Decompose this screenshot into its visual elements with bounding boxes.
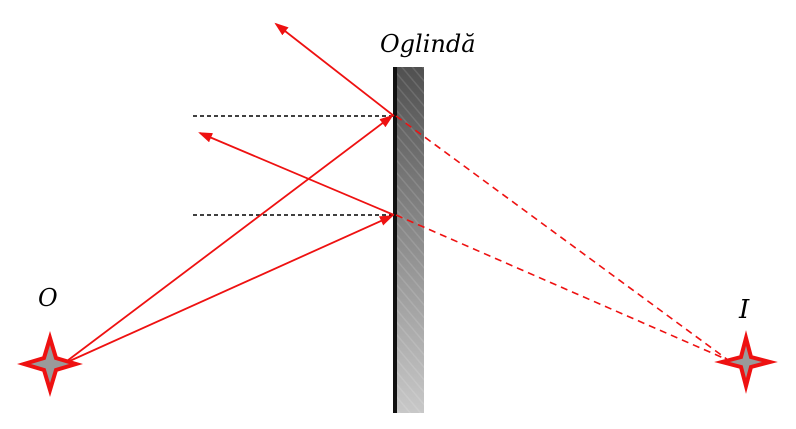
object-star-icon (17, 331, 83, 397)
virtual-ray-upper (395, 115, 729, 361)
reflected-ray-upper (274, 22, 395, 117)
object-label: O (38, 284, 58, 312)
image-label: I (738, 295, 750, 325)
mirror-label: Oglindă (380, 30, 476, 58)
incident-ray-lower (62, 215, 394, 365)
reflected-ray-lower (198, 132, 395, 216)
image-star-icon (714, 330, 778, 394)
mirror-reflective-edge (393, 67, 397, 413)
mirror (393, 67, 424, 413)
incident-ray-upper (62, 114, 394, 365)
mirror-hatching (396, 67, 424, 413)
virtual-ray-lower (395, 214, 729, 361)
